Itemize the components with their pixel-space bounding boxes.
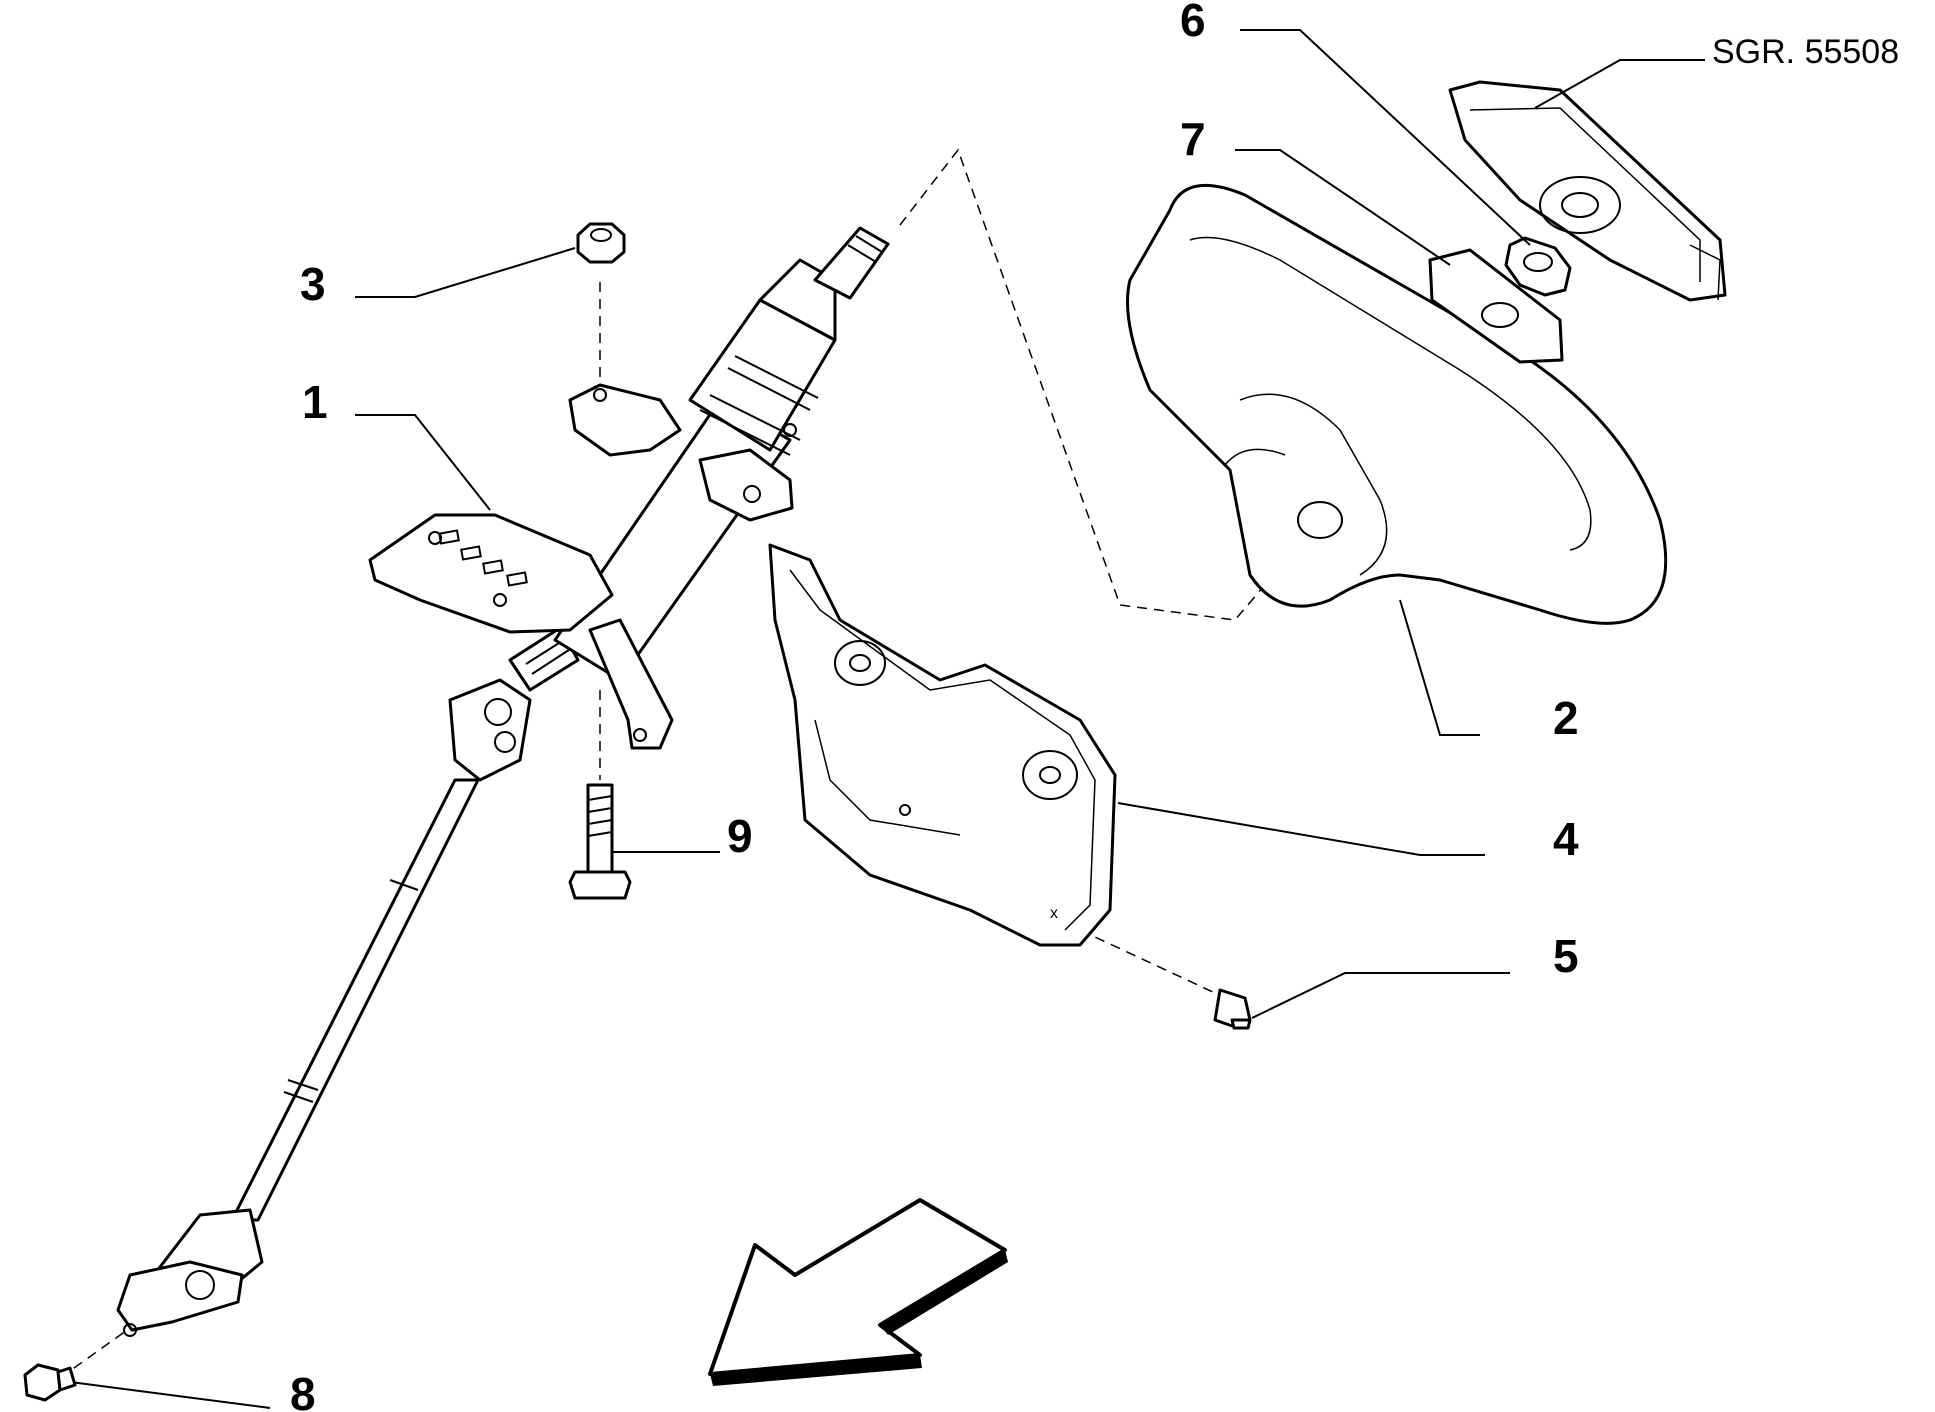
callout-numbers: 3 1 2 4 5 6 7 8 9 SGR. 55508 bbox=[290, 0, 1899, 1412]
callout-7: 7 bbox=[1180, 113, 1206, 165]
reference-code: SGR. 55508 bbox=[1712, 33, 1899, 71]
callout-2: 2 bbox=[1553, 692, 1579, 744]
nut-part-3 bbox=[576, 222, 626, 264]
bolt-part-9 bbox=[568, 783, 632, 900]
steering-wheel-part-2 bbox=[1126, 183, 1668, 625]
steering-column-part bbox=[116, 226, 890, 1337]
panel-mark: x bbox=[1050, 905, 1058, 922]
cover-panel-part-4: x bbox=[768, 543, 1117, 947]
callout-3: 3 bbox=[300, 258, 326, 310]
bolt-part-8 bbox=[23, 1363, 77, 1402]
nut-part-6 bbox=[1504, 236, 1572, 297]
callout-5: 5 bbox=[1553, 930, 1579, 982]
callout-4: 4 bbox=[1553, 813, 1579, 865]
horn-pad-part bbox=[1448, 80, 1727, 302]
callout-8: 8 bbox=[290, 1368, 316, 1412]
direction-arrow bbox=[708, 1198, 1008, 1386]
callout-9: 9 bbox=[727, 810, 753, 862]
callout-6: 6 bbox=[1180, 0, 1206, 46]
leader-lines bbox=[54, 29, 1705, 1409]
washer-part-7 bbox=[1428, 248, 1564, 364]
screw-part-5 bbox=[1213, 988, 1252, 1030]
callout-1: 1 bbox=[302, 376, 328, 428]
